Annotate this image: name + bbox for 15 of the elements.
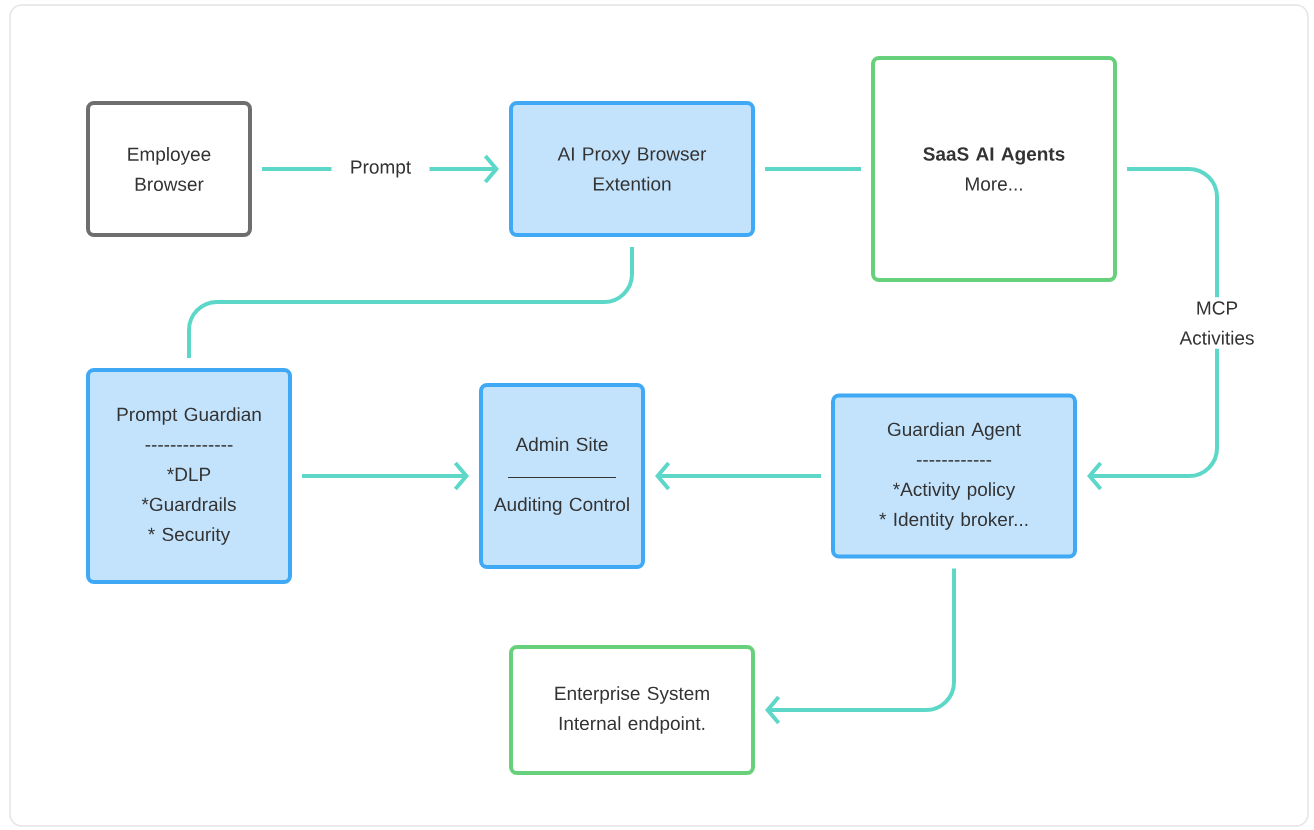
edge-label: Prompt [331,156,430,182]
connector [765,167,861,171]
connector [1087,167,1219,491]
connector [187,247,634,358]
process-box: Prompt Guardian -------------- *DLP *Guardrails * Security [86,368,292,584]
box: Employee Browser [86,101,252,237]
process-box: Admin Site Auditing Control [479,383,645,569]
connector [655,461,821,491]
process-box: AI Proxy Browser Extention [509,101,755,237]
system-box: Enterprise System Internal endpoint. [509,645,755,775]
edge-label: MCP Activities [1168,297,1266,349]
system-box: SaaS AI Agents More... [871,56,1117,282]
connector [302,461,469,491]
process-box: Guardian Agent ------------ *Activity policy * Identity broker... [831,393,1077,559]
connector [765,568,956,725]
